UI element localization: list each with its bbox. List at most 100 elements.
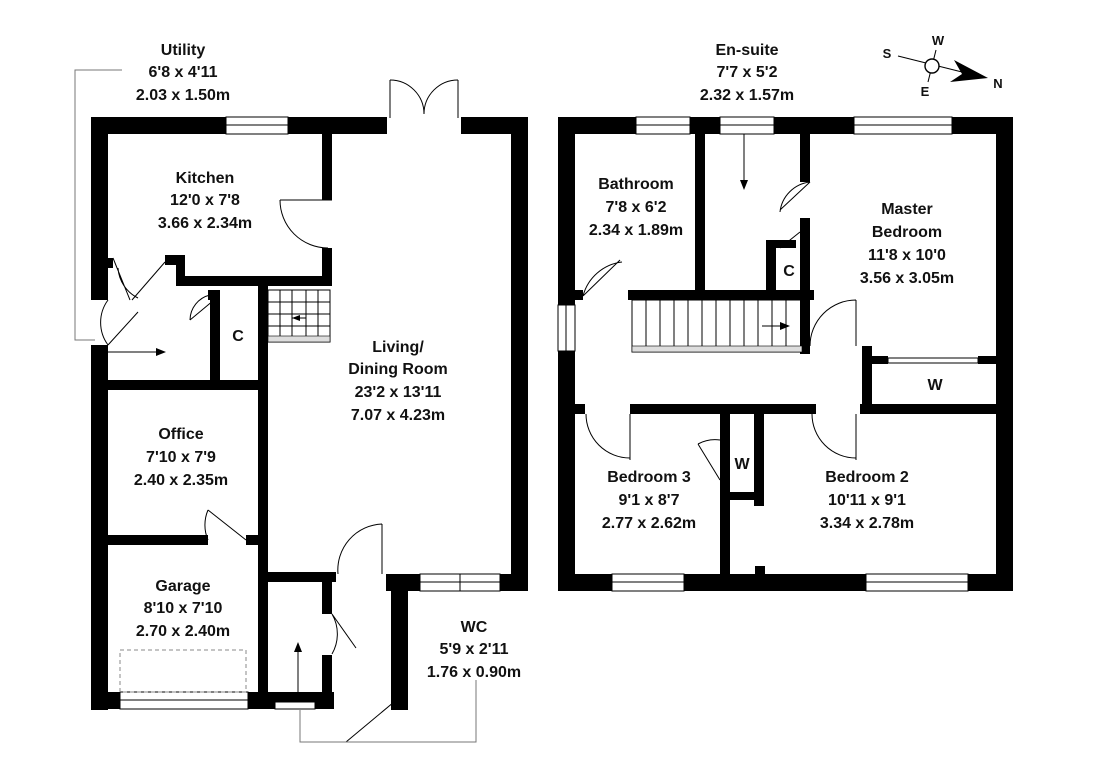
wardrobe-label: W — [927, 377, 943, 394]
wall — [322, 582, 332, 614]
door — [204, 509, 247, 541]
room-size-imperial: 10'11 x 9'1 — [828, 492, 906, 509]
room-size-metric: 2.70 x 2.40m — [136, 623, 230, 640]
room-name: En-suite — [715, 42, 778, 59]
room-label-office: Office 7'10 x 7'9 2.40 x 2.35m — [134, 426, 228, 489]
room-label-utility: Utility 6'8 x 4'11 2.03 x 1.50m — [136, 42, 230, 104]
room-size-imperial: 7'7 x 5'2 — [717, 64, 778, 81]
compass-w: W — [932, 33, 945, 48]
wall — [575, 290, 583, 300]
wall — [91, 117, 108, 300]
wall — [628, 290, 814, 300]
wall — [108, 380, 268, 390]
room-size-metric: 3.66 x 2.34m — [158, 215, 252, 232]
room-label-master: Master Bedroom 11'8 x 10'0 3.56 x 3.05m — [860, 201, 954, 287]
compass: S W E N — [883, 33, 1003, 99]
sliding-wardrobe-door — [887, 357, 979, 364]
room-label-bathroom: Bathroom 7'8 x 6'2 2.34 x 1.89m — [589, 176, 683, 239]
room-size-imperial: 23'2 x 13'11 — [355, 384, 442, 401]
wall — [800, 218, 810, 354]
ground-floor — [74, 69, 528, 743]
french-doors — [389, 79, 459, 118]
room-size-metric: 1.76 x 0.90m — [427, 664, 521, 681]
wall — [165, 255, 185, 265]
door — [809, 299, 857, 347]
wall — [268, 572, 336, 582]
wall — [511, 117, 528, 591]
wall — [258, 545, 268, 695]
door — [585, 413, 631, 460]
room-label-kitchen: Kitchen 12'0 x 7'8 3.66 x 2.34m — [158, 170, 252, 232]
room-name: Office — [158, 426, 203, 443]
wall — [695, 134, 705, 292]
room-size-metric: 2.34 x 1.89m — [589, 222, 683, 239]
room-name: Bathroom — [598, 176, 674, 193]
wall — [800, 134, 810, 182]
entry-arrow — [294, 642, 302, 652]
wall — [322, 134, 332, 200]
room-size-metric: 2.03 x 1.50m — [136, 87, 230, 104]
wall — [862, 356, 888, 364]
door — [131, 261, 166, 301]
room-label-wc: WC 5'9 x 2'11 1.76 x 0.90m — [427, 619, 521, 681]
room-name: Dining Room — [348, 361, 448, 378]
wall — [754, 414, 764, 506]
door — [811, 413, 857, 460]
room-name: Garage — [155, 578, 210, 595]
wall — [210, 290, 220, 382]
north-arrow-icon — [950, 60, 988, 82]
room-name: Living/ — [372, 339, 424, 356]
wall — [720, 414, 730, 574]
compass-s: S — [883, 46, 892, 61]
door — [345, 701, 395, 743]
utility-leader-line — [74, 69, 122, 341]
room-size-imperial: 9'1 x 8'7 — [619, 492, 680, 509]
room-size-imperial: 12'0 x 7'8 — [170, 192, 240, 209]
wall — [91, 258, 113, 268]
door — [582, 259, 623, 297]
window — [274, 701, 316, 710]
wall — [500, 574, 528, 591]
room-size-metric: 3.34 x 2.78m — [820, 515, 914, 532]
ensuite-arrow — [740, 180, 748, 190]
wall — [766, 240, 796, 248]
room-name: Bedroom — [872, 224, 942, 241]
cupboard-label: C — [232, 328, 244, 345]
garage-door — [119, 649, 247, 693]
wall — [755, 566, 765, 576]
door — [100, 299, 139, 346]
room-name: Utility — [161, 42, 206, 59]
wall — [322, 655, 332, 695]
wall — [322, 248, 332, 286]
door — [279, 199, 332, 249]
room-size-imperial: 7'8 x 6'2 — [606, 199, 667, 216]
wardrobe-label: W — [734, 456, 750, 473]
wall — [391, 580, 408, 710]
wall — [108, 535, 208, 545]
wall — [978, 356, 998, 364]
room-size-imperial: 6'8 x 4'11 — [148, 64, 217, 81]
room-label-ensuite: En-suite 7'7 x 5'2 2.32 x 1.57m — [700, 42, 794, 104]
compass-e: E — [921, 84, 930, 99]
door — [779, 181, 811, 213]
wall — [246, 535, 268, 545]
room-size-metric: 2.40 x 2.35m — [134, 472, 228, 489]
entry-arrow — [156, 348, 166, 356]
room-size-imperial: 7'10 x 7'9 — [146, 449, 216, 466]
compass-n: N — [993, 76, 1002, 91]
wall — [860, 404, 996, 414]
wall — [558, 117, 575, 591]
room-name: Bedroom 2 — [825, 469, 909, 486]
door — [331, 613, 357, 655]
wall — [575, 404, 585, 414]
room-size-metric: 3.56 x 3.05m — [860, 270, 954, 287]
wall — [730, 492, 764, 500]
door — [697, 439, 721, 481]
wall — [630, 404, 816, 414]
wall — [180, 276, 332, 286]
wall — [318, 692, 334, 709]
wall — [176, 255, 185, 286]
door — [189, 294, 215, 321]
wall — [258, 286, 268, 538]
